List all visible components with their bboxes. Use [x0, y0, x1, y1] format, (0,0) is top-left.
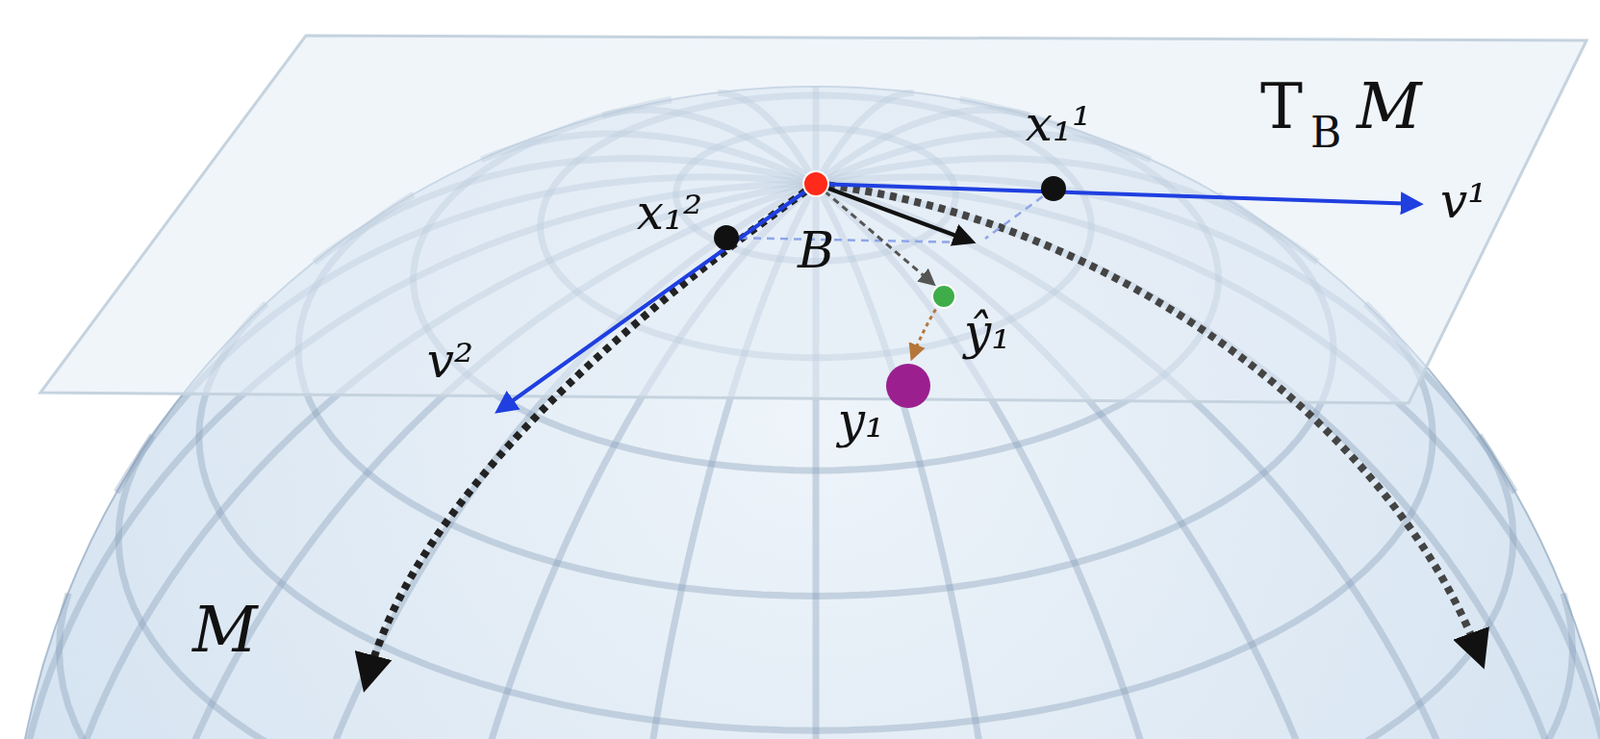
manifold-label: M: [192, 598, 258, 662]
projection-line: [726, 237, 970, 243]
projection-line: [985, 188, 1054, 239]
point-label: x₁¹: [1025, 100, 1092, 149]
base-point-label: B: [797, 225, 835, 276]
vector-label: v¹: [1440, 177, 1487, 226]
space-subscript: B: [1310, 111, 1342, 154]
basis-vector: [815, 183, 1420, 204]
prediction-point: [932, 284, 956, 308]
mean-vector: [815, 183, 972, 242]
tangent-plane: [40, 35, 1587, 404]
space-label: M: [1356, 75, 1423, 139]
sample-point: [1041, 176, 1067, 202]
geodesic-curve: [365, 183, 816, 686]
target-point: [886, 363, 931, 408]
point-label: ŷ₁: [964, 307, 1011, 356]
basis-vector: [498, 183, 816, 411]
base-point: [803, 171, 829, 197]
sample-point: [713, 225, 739, 251]
geodesic-curve: [815, 183, 1482, 662]
vector-label: v²: [427, 336, 474, 385]
space-label: T: [1260, 75, 1303, 139]
point-label: x₁²: [636, 188, 703, 237]
point-label: y₁: [838, 396, 885, 445]
